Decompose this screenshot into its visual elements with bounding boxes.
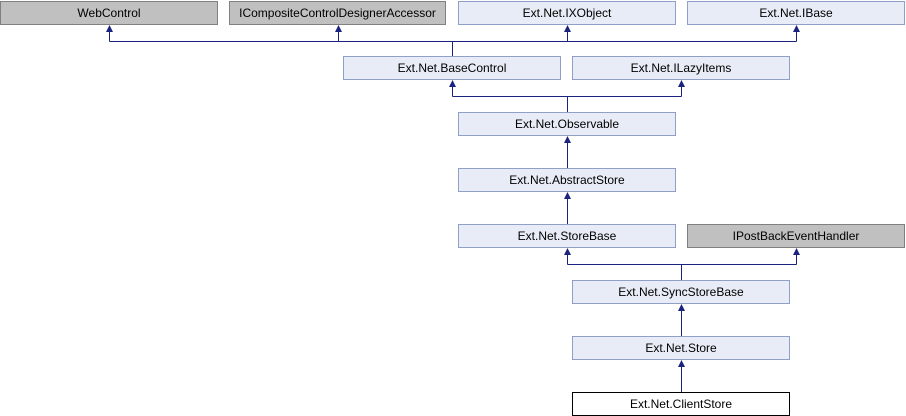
arrowhead-storebase-from-syncstorebase [564, 248, 571, 255]
node-icompositecontroldesigneraccessor[interactable]: ICompositeControlDesignerAccessor [229, 1, 446, 25]
node-ext-net-storebase[interactable]: Ext.Net.StoreBase [458, 224, 676, 248]
node-ipostbackeventhandler[interactable]: IPostBackEventHandler [687, 224, 905, 248]
node-webcontrol[interactable]: WebControl [0, 1, 218, 25]
arrowhead-icomposite-from-basecontrol [335, 25, 342, 32]
node-ext-net-observable[interactable]: Ext.Net.Observable [458, 112, 676, 136]
arrowhead-basecontrol-from-observable [449, 80, 456, 87]
arrowhead-webcontrol-from-basecontrol [106, 25, 113, 32]
arrowhead-store-from-clientstore [678, 360, 685, 367]
arrowhead-ixobject-from-basecontrol [564, 25, 571, 32]
node-ext-net-ibase[interactable]: Ext.Net.IBase [687, 1, 905, 25]
arrowhead-ibase-from-basecontrol [793, 25, 800, 32]
arrowhead-abstractstore-from-storebase [564, 192, 571, 199]
arrowhead-observable-from-abstractstore [564, 136, 571, 143]
arrowhead-ipostback-from-syncstorebase [793, 248, 800, 255]
arrowhead-ilazyitems-from-observable [678, 80, 685, 87]
node-ext-net-ixobject[interactable]: Ext.Net.IXObject [458, 1, 676, 25]
node-ext-net-clientstore: Ext.Net.ClientStore [572, 392, 790, 416]
node-ext-net-store[interactable]: Ext.Net.Store [572, 336, 790, 360]
node-ext-net-basecontrol[interactable]: Ext.Net.BaseControl [343, 56, 561, 80]
node-ext-net-syncstorebase[interactable]: Ext.Net.SyncStoreBase [572, 280, 790, 304]
node-ext-net-ilazyitems[interactable]: Ext.Net.ILazyItems [572, 56, 790, 80]
node-ext-net-abstractstore[interactable]: Ext.Net.AbstractStore [458, 168, 676, 192]
arrowhead-syncstorebase-from-store [678, 304, 685, 311]
